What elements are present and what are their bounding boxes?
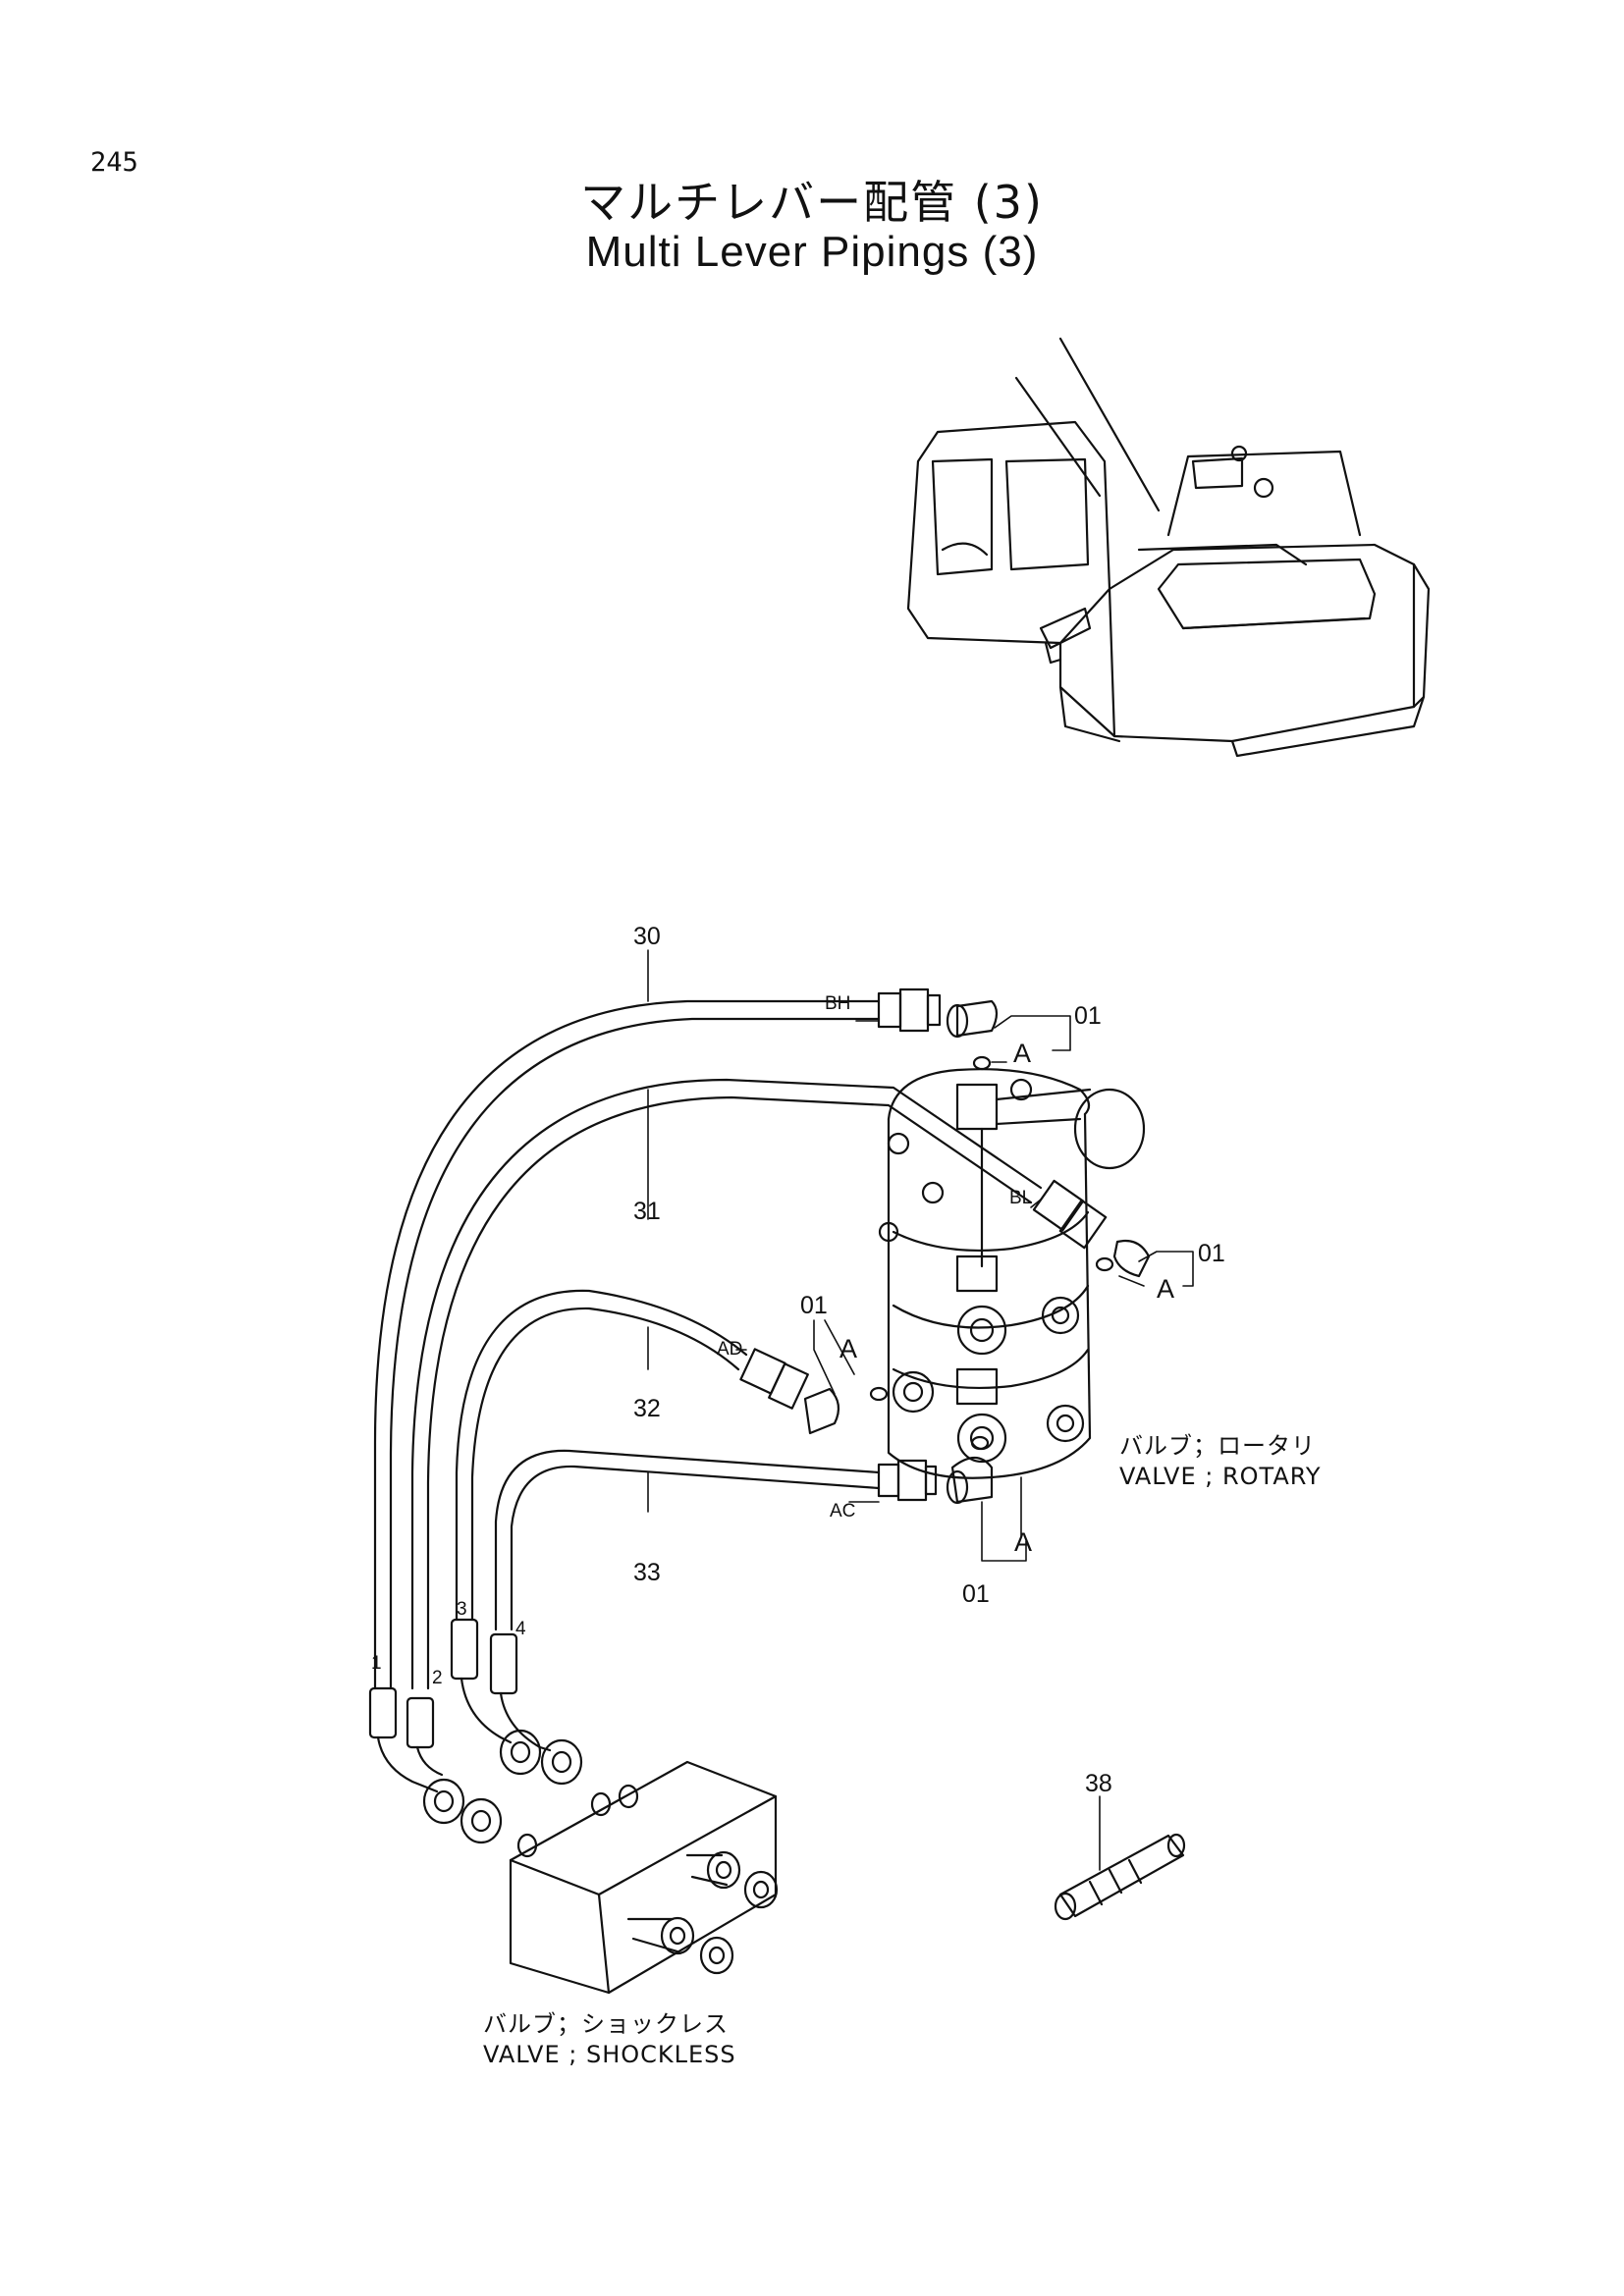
hose-33 [494, 1449, 994, 1631]
callout-32: 32 [633, 1395, 661, 1422]
hose-32 [455, 1289, 840, 1622]
hose-31 [410, 1078, 1151, 1690]
hose-ends [368, 1618, 583, 1844]
port-label-ac: AC [830, 1501, 855, 1522]
callout-30: 30 [633, 923, 661, 950]
detail-a-left: A [839, 1334, 857, 1363]
callout-01-bottom: 01 [962, 1580, 990, 1608]
shockless-valve-label-jp: バルブ；ショックレス [483, 2010, 729, 2038]
detail-a-top: A [1013, 1039, 1031, 1068]
callout-01-top: 01 [1074, 1002, 1102, 1030]
leader-lines [647, 949, 1194, 1871]
hose-30 [373, 988, 999, 1690]
shockless-valve-label-en: VALVE ; SHOCKLESS [483, 2041, 736, 2068]
rotary-valve-body [878, 1068, 1146, 1479]
title-english: Multi Lever Pipings (3) [585, 228, 1039, 276]
hose-end-label-3: 3 [457, 1599, 467, 1620]
detail-a-right: A [1157, 1274, 1174, 1304]
callout-01-left: 01 [800, 1292, 828, 1319]
excavator-overview [906, 337, 1431, 758]
shockless-valve-body [509, 1760, 779, 1995]
rotary-valve-label: バルブ；ロータリ VALVE ; ROTARY [1119, 1431, 1322, 1492]
shockless-valve-label: バルブ；ショックレス VALVE ; SHOCKLESS [483, 2009, 736, 2070]
hose-end-label-2: 2 [432, 1668, 443, 1688]
rotary-valve-label-en: VALVE ; ROTARY [1119, 1463, 1322, 1490]
callout-38: 38 [1085, 1770, 1112, 1797]
detail-a-bottom: A [1014, 1527, 1032, 1557]
title-japanese: マルチレバー配管 (3) [580, 176, 1044, 229]
part-38-fitting [1054, 1833, 1186, 1921]
hose-end-label-1: 1 [371, 1653, 382, 1674]
callout-33: 33 [633, 1559, 661, 1586]
callout-01-right: 01 [1198, 1240, 1225, 1267]
port-label-ad: AD [717, 1339, 742, 1360]
page-number: 245 [90, 147, 138, 178]
rotary-valve-label-jp: バルブ；ロータリ [1119, 1432, 1316, 1460]
port-label-bl: BL [1009, 1188, 1032, 1208]
port-label-bh: BH [825, 993, 850, 1014]
hose-end-label-4: 4 [515, 1619, 526, 1639]
callout-31: 31 [633, 1198, 661, 1225]
elbow-fittings [869, 1055, 1114, 1451]
